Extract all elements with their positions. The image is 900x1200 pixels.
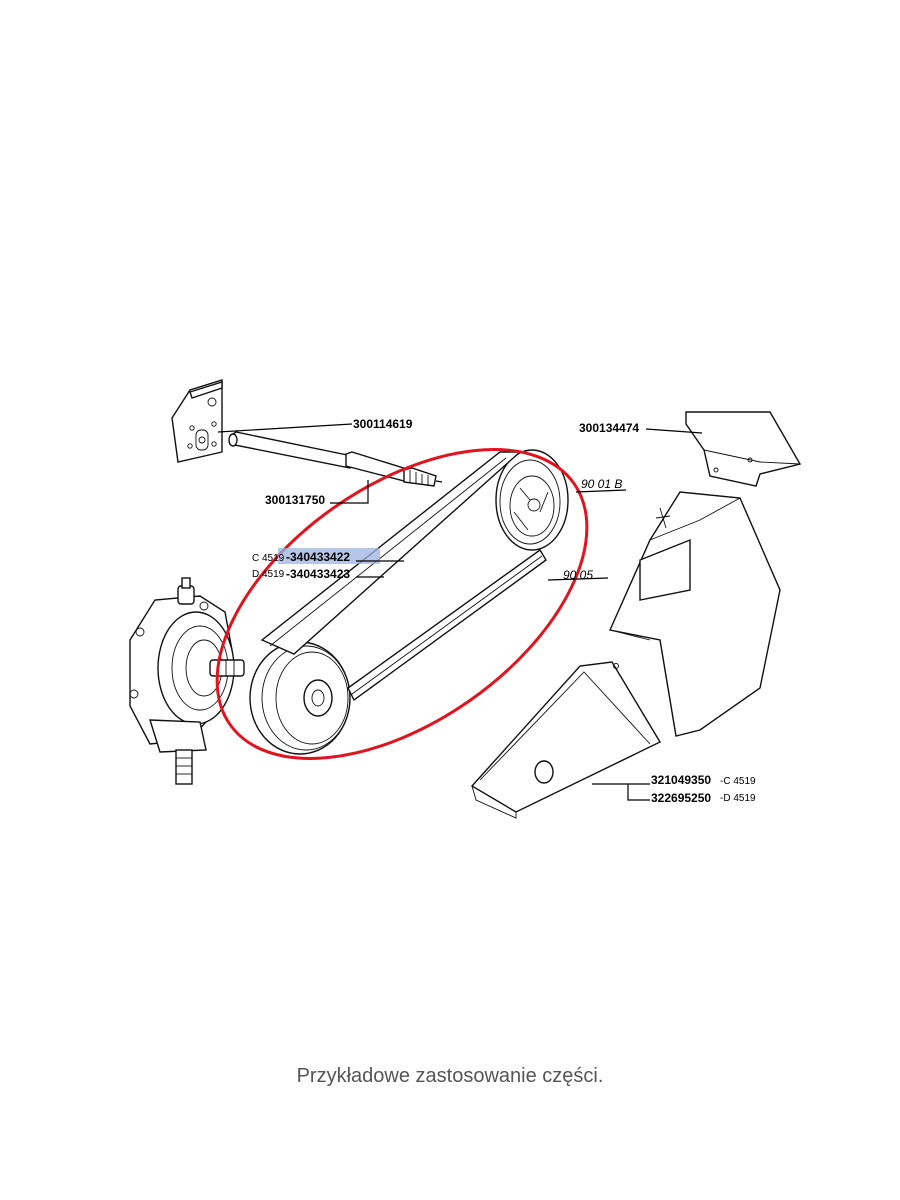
v-belt [260, 451, 547, 702]
guard-bracket [685, 411, 802, 487]
label-c4519-bottom: -C 4519 [720, 776, 756, 787]
label-d4519-bottom: -D 4519 [720, 793, 756, 804]
belt-guard-cover [609, 491, 781, 737]
label-9005: 90 05 [563, 568, 593, 582]
driven-pulley [495, 449, 569, 551]
label-321049350: 321049350 [651, 773, 711, 787]
label-d4519-top: D 4519 [252, 569, 285, 580]
lower-guard-plate [470, 661, 661, 819]
drive-pulley [249, 641, 351, 755]
label-322695250: 322695250 [651, 791, 711, 805]
leader-lines [217, 423, 703, 801]
highlight-ellipse [215, 448, 589, 760]
label-300114619: 300114619 [353, 417, 413, 431]
drive-shaft [228, 431, 443, 487]
label-c4519-top: C 4519 [252, 553, 285, 564]
label-9001b: 90 01 B [581, 477, 622, 491]
caption: Przykładowe zastosowanie części. [296, 1065, 604, 1087]
label-300131750: 300131750 [265, 493, 325, 507]
label-300134474: 300134474 [579, 421, 639, 435]
gearbox [129, 577, 245, 785]
label-340433422: -340433422 [286, 550, 350, 564]
selection-highlight [278, 548, 380, 564]
mounting-plate [171, 379, 223, 463]
label-340433423: -340433423 [286, 567, 350, 581]
